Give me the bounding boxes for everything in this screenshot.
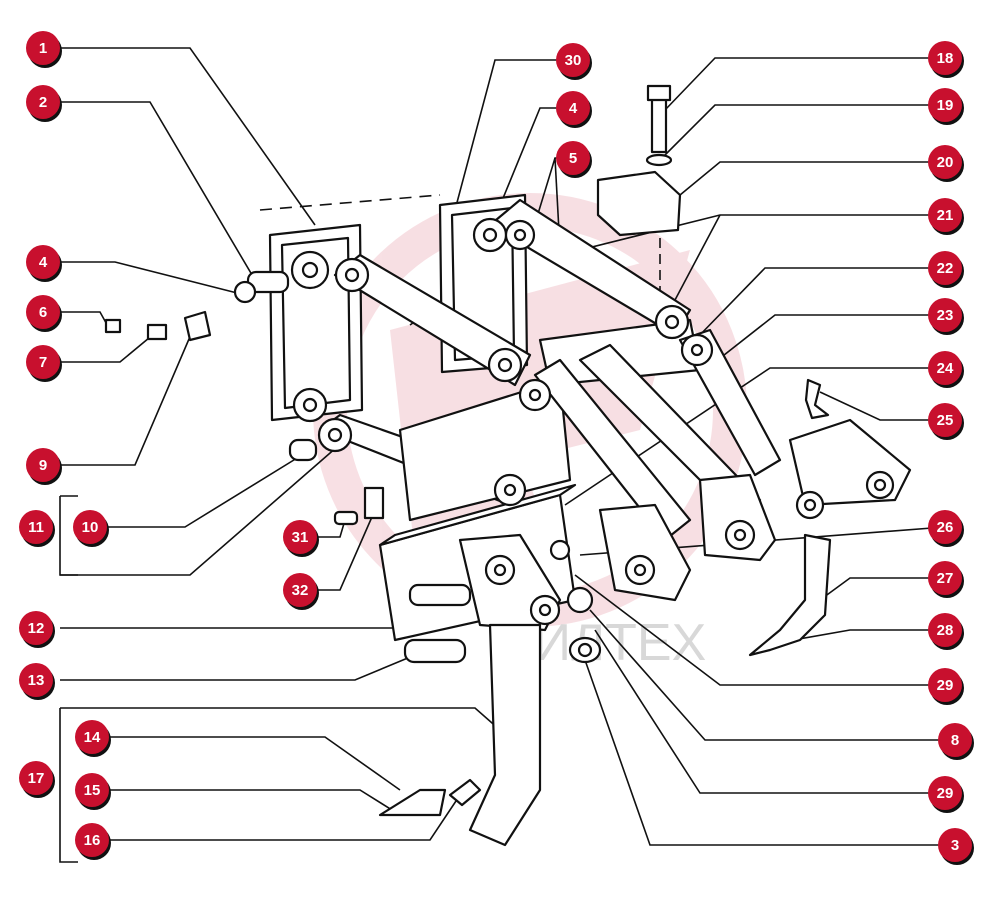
callout-c15: 15 [75, 773, 109, 807]
bushing-10 [288, 438, 318, 462]
callout-c4b: 4 [556, 91, 590, 125]
callout-c11: 11 [19, 510, 53, 544]
washer-19 [645, 153, 673, 167]
machine-parts [104, 84, 912, 847]
callout-c29b: 29 [928, 776, 962, 810]
callout-c21: 21 [928, 198, 962, 232]
callout-c1: 1 [26, 31, 60, 65]
nipple-7 [146, 323, 168, 341]
callout-c5: 5 [556, 141, 590, 175]
callout-c31: 31 [283, 520, 317, 554]
center-frame [398, 378, 572, 522]
callout-c32: 32 [283, 573, 317, 607]
callout-c25: 25 [928, 403, 962, 437]
callout-c3: 3 [938, 828, 972, 862]
callout-c16: 16 [75, 823, 109, 857]
callout-c8: 8 [938, 723, 972, 757]
pin-12 [408, 583, 472, 607]
callout-c19: 19 [928, 88, 962, 122]
tine-27 [748, 533, 832, 657]
plate-32 [363, 486, 385, 520]
upper-right-link [488, 198, 692, 337]
bushing-29 [566, 586, 594, 614]
callout-c12: 12 [19, 611, 53, 645]
callout-c27: 27 [928, 561, 962, 595]
callout-c23: 23 [928, 298, 962, 332]
diagonal-beam-3 [678, 328, 782, 477]
clamp-block-20 [596, 170, 682, 237]
callout-c13: 13 [19, 663, 53, 697]
share-point [378, 788, 447, 817]
shank [468, 623, 542, 847]
plate-9 [183, 310, 212, 342]
tooth-tip [448, 778, 482, 807]
callout-c26: 26 [928, 510, 962, 544]
callout-c6: 6 [26, 295, 60, 329]
callout-c29a: 29 [928, 668, 962, 702]
callout-c10: 10 [73, 510, 107, 544]
callout-c22: 22 [928, 251, 962, 285]
callout-c9: 9 [26, 448, 60, 482]
rear-plate-right [698, 473, 777, 562]
callout-c28: 28 [928, 613, 962, 647]
bolt-31 [333, 510, 359, 526]
callout-c14: 14 [75, 720, 109, 754]
grease-nipple-6 [104, 318, 122, 334]
callout-c24: 24 [928, 351, 962, 385]
pin-13 [403, 638, 467, 664]
callout-c17: 17 [19, 761, 53, 795]
callout-c18: 18 [928, 41, 962, 75]
callout-c30: 30 [556, 43, 590, 77]
hook-25 [804, 378, 830, 420]
callout-c20: 20 [928, 145, 962, 179]
diagonal-beam-1 [533, 358, 692, 542]
leader-lines [59, 47, 946, 863]
callout-c2: 2 [26, 85, 60, 119]
rear-plate-mid [598, 503, 692, 602]
callout-c4a: 4 [26, 245, 60, 279]
callout-c7: 7 [26, 345, 60, 379]
pivot-joints [233, 217, 895, 658]
